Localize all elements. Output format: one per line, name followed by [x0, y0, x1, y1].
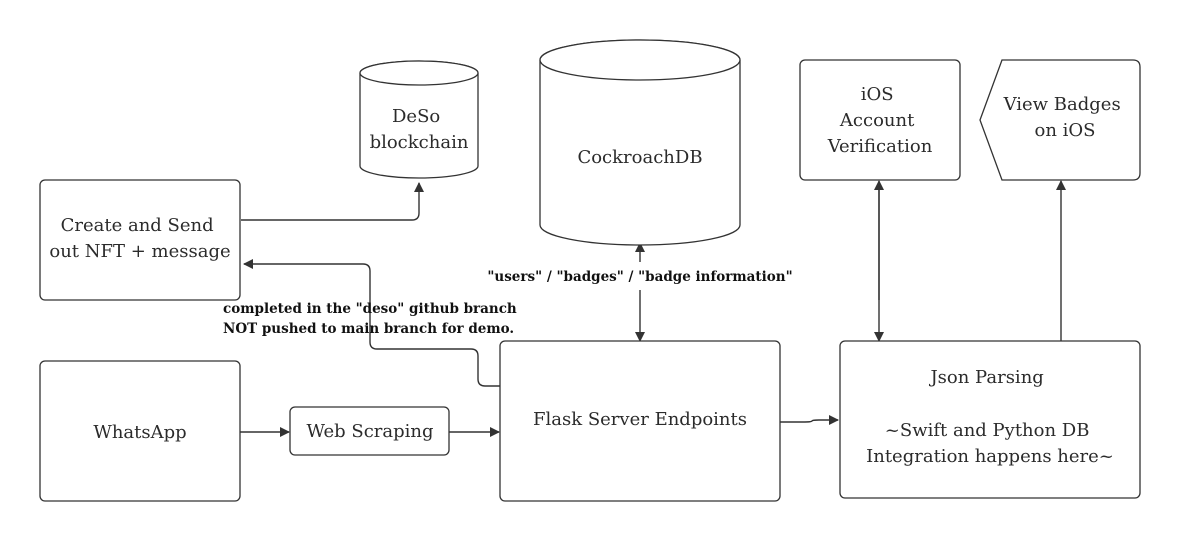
edge-flask-to-create: [243, 259, 500, 387]
web-scraping-label: Web Scraping: [306, 421, 433, 442]
json-parsing-line3: ~Swift and Python DB: [885, 420, 1090, 441]
node-create-and-send: Create and Send out NFT + message: [39, 179, 241, 301]
json-parsing-line4: Integration happens here~: [866, 446, 1114, 467]
node-ios-account-verification: iOS Account Verification: [799, 59, 961, 181]
ios-verify-line2: Account: [839, 110, 915, 131]
edge-create-to-deso: [241, 182, 424, 221]
node-whatsapp: WhatsApp: [39, 360, 241, 502]
flask-label: Flask Server Endpoints: [533, 409, 747, 430]
node-web-scraping: Web Scraping: [289, 406, 450, 456]
deso-label-line2: blockchain: [370, 132, 469, 153]
svg-text:Create and Send out NFT: Create and Send out NFT + message: [49, 215, 230, 262]
deso-note-line1: completed in the "deso" github branch: [223, 301, 517, 317]
deso-note-line2: NOT pushed to main branch for demo.: [223, 321, 514, 337]
svg-text:iOS Account Verifi: iOS Account Verification: [827, 84, 933, 157]
ios-verify-line1: iOS: [861, 84, 894, 105]
svg-text:CockroachDB: CockroachDB: [577, 147, 702, 168]
view-badges-line2: on iOS: [1035, 120, 1096, 141]
node-flask-server-endpoints: Flask Server Endpoints: [499, 340, 781, 502]
deso-branch-note: completed in the "deso" github branch NO…: [223, 301, 521, 337]
create-send-line2: out NFT + message: [49, 241, 230, 262]
edges: [240, 180, 1066, 437]
node-json-parsing: Json Parsing ~Swift and Python DB Integr…: [839, 340, 1141, 499]
db-tables-label: "users" / "badges" / "badge information": [487, 269, 792, 285]
ios-verify-line3: Verification: [827, 136, 933, 157]
node-deso-blockchain: DeSo blockchain: [359, 60, 479, 179]
cockroach-label: CockroachDB: [577, 147, 702, 168]
view-badges-line1: View Badges: [1003, 94, 1121, 115]
svg-text:DeSo blockchain: DeSo blockchain: [370, 106, 469, 153]
svg-text:Json Parsing ~Swift and: Json Parsing ~Swift and Python DB Integr…: [866, 367, 1114, 467]
svg-text:Flask Server Endpoints: Flask Server Endpoints: [533, 409, 747, 430]
whatsapp-label: WhatsApp: [93, 422, 186, 443]
svg-text:Web Scraping: Web Scraping: [306, 421, 433, 442]
svg-text:View Badges on iOS: View Badges on iOS: [1003, 94, 1127, 141]
create-send-line1: Create and Send: [61, 215, 214, 236]
svg-text:WhatsApp: WhatsApp: [93, 422, 186, 443]
deso-label-line1: DeSo: [392, 106, 440, 127]
node-cockroachdb: CockroachDB: [539, 39, 741, 246]
node-view-badges-on-ios: View Badges on iOS: [979, 59, 1141, 181]
edge-flask-to-json: [780, 415, 839, 425]
json-parsing-line1: Json Parsing: [928, 367, 1043, 388]
